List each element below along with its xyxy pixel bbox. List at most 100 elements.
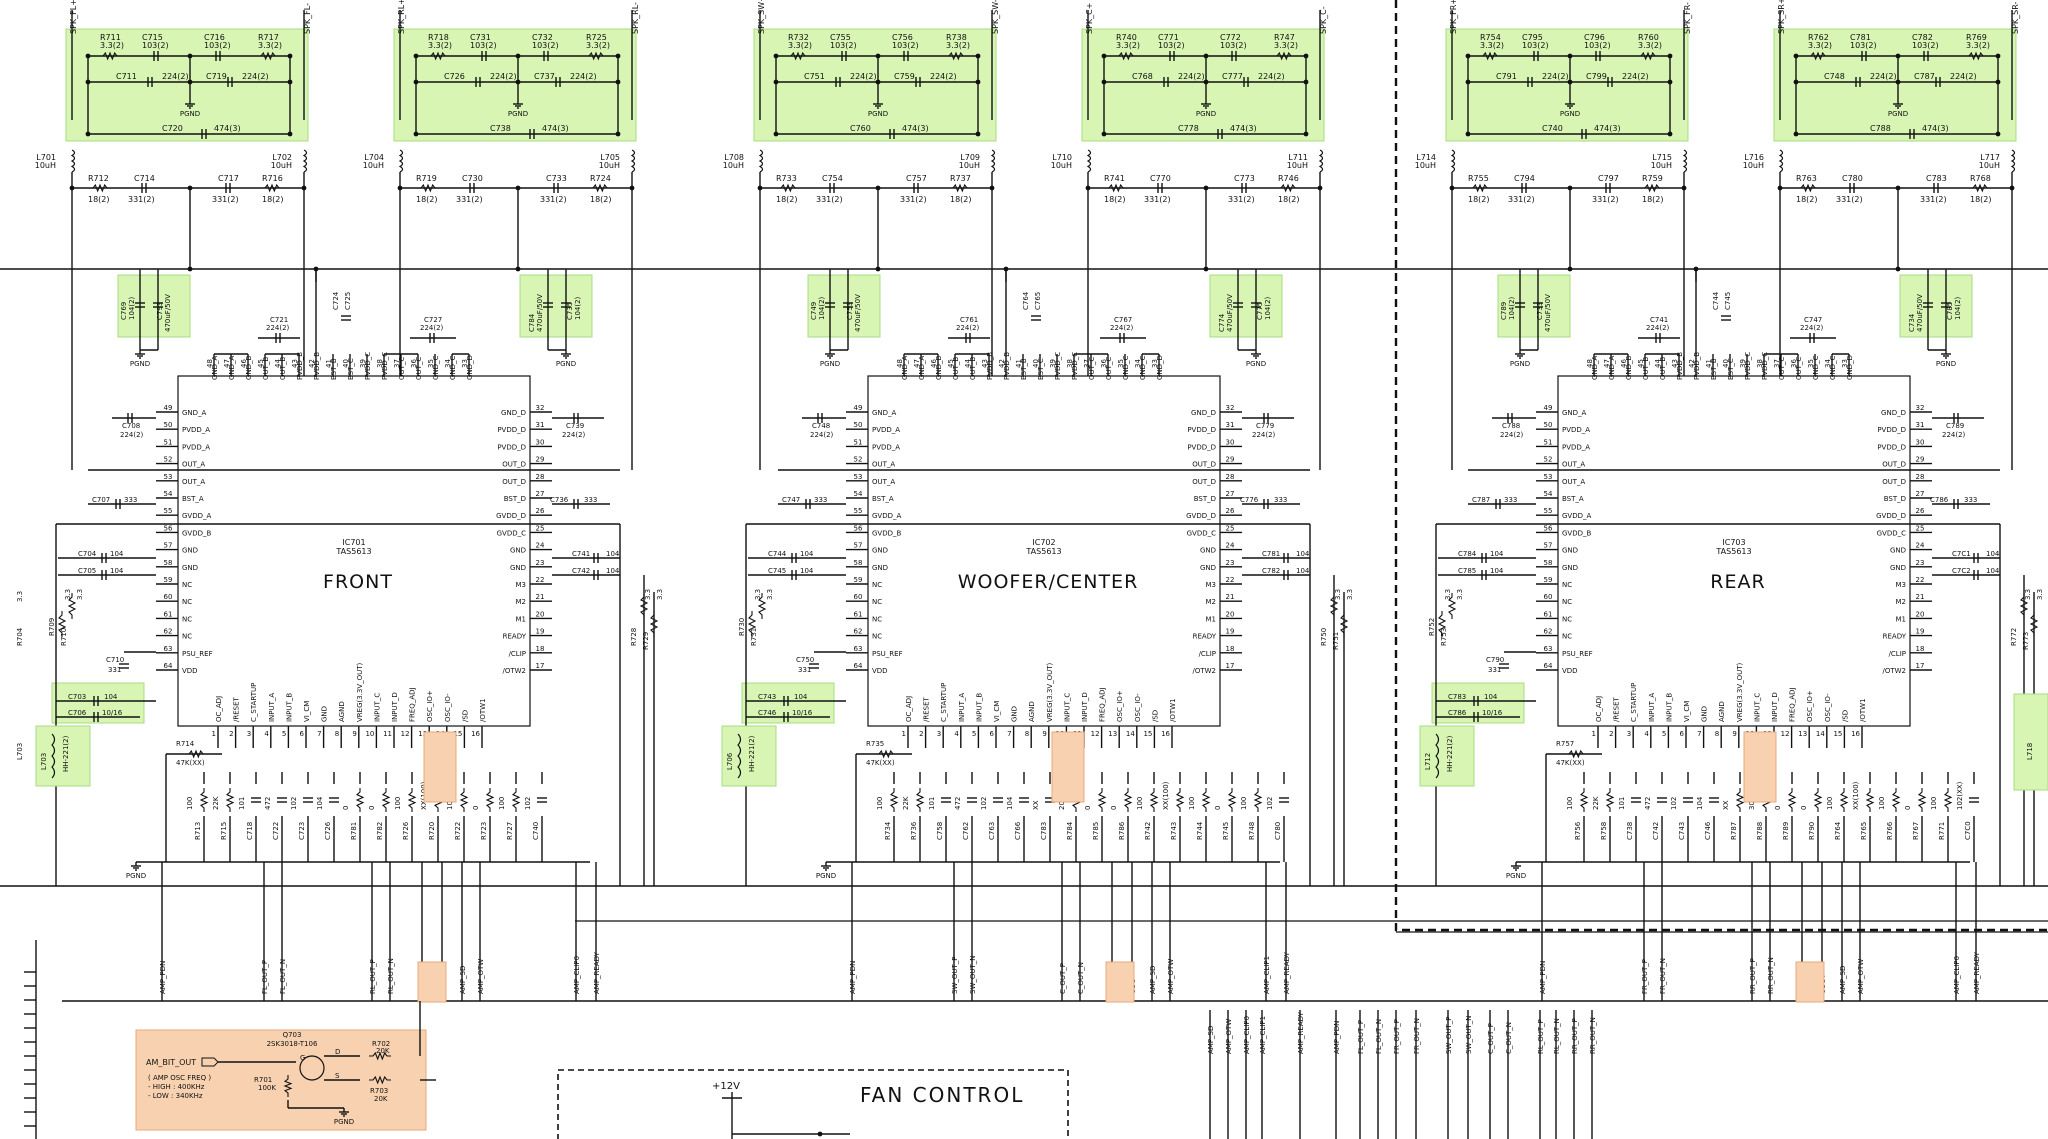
- pin-name: INPUT_C: [373, 693, 381, 722]
- resistor-symbol: [1891, 788, 1901, 812]
- resistor-symbol: [1641, 183, 1663, 193]
- junction-dot: [875, 266, 881, 272]
- resistor-symbol: [225, 788, 235, 812]
- part-value: 224(2): [1178, 72, 1205, 81]
- pin-name: NC: [1562, 633, 1572, 641]
- pin-number: 17: [1916, 662, 1925, 670]
- ic-reference: IC703: [1722, 538, 1745, 547]
- junction-dot: [187, 79, 193, 85]
- pin-name: GND: [182, 564, 198, 572]
- pin-name: GND: [1200, 564, 1216, 572]
- part-ref: C743: [758, 693, 776, 701]
- pin-number: 23: [1916, 559, 1925, 567]
- pin-number: 47: [223, 359, 231, 368]
- inductor-value: 10uH: [35, 161, 56, 170]
- resistor-symbol: [355, 788, 365, 812]
- part-value: 103(2): [1850, 41, 1877, 50]
- part-value: 224(2): [1500, 431, 1524, 439]
- ground-label: PGND: [820, 360, 840, 368]
- part-ref: R702: [372, 1040, 390, 1048]
- part-value: 104: [1490, 550, 1504, 558]
- net-label: AMP_SD: [1839, 966, 1847, 994]
- pin-number: 35: [1807, 359, 1815, 368]
- pin-number: 24: [1226, 542, 1235, 550]
- resistor-symbol: [2019, 593, 2029, 619]
- ground-label: PGND: [1196, 110, 1216, 118]
- part-value: 0: [1904, 806, 1912, 810]
- part-value: 3.3: [1444, 589, 1452, 600]
- junction-dot: [1793, 53, 1799, 59]
- junction-dot: [515, 266, 521, 272]
- part-ref: R767: [1912, 822, 1920, 840]
- part-ref: C740: [532, 822, 540, 840]
- part-value: 0: [1774, 806, 1782, 810]
- inductor-ref: L708: [724, 153, 744, 162]
- part-value: 101: [238, 797, 246, 810]
- part-value: 3.3(2): [586, 41, 610, 50]
- pin-number: 15: [453, 730, 462, 738]
- part-ref: C796: [1584, 33, 1605, 42]
- resistor-symbol: [1437, 611, 1447, 637]
- part-value: 102: [980, 797, 988, 810]
- bus-net-label: SW_OUT_N: [1465, 1015, 1473, 1054]
- junction-dot: [287, 53, 293, 59]
- decoupling-highlight: [1209, 274, 1283, 338]
- part-ref: C733: [1536, 302, 1544, 320]
- pin-number: 33: [1841, 359, 1849, 368]
- pin-name: OSC_IO-: [1134, 693, 1142, 722]
- part-value: 0: [1214, 806, 1222, 810]
- part-value: 18(2): [1796, 195, 1818, 204]
- junction-dot: [1303, 131, 1309, 137]
- bus-net-label: AMP_PDN: [1333, 1021, 1341, 1054]
- part-value: 3.3(2): [100, 41, 124, 50]
- junction-dot: [1003, 266, 1009, 272]
- net-label: C_OUT_N: [1077, 962, 1085, 994]
- part-value: 104(2): [818, 296, 826, 320]
- part-ref: R772: [2010, 628, 2018, 646]
- part-ref: R769: [1966, 33, 1987, 42]
- junction-dot: [1203, 79, 1209, 85]
- part-value: 331: [798, 666, 811, 674]
- part-ref: C762: [962, 822, 970, 840]
- pin-number: 1: [902, 730, 906, 738]
- part-ref: C726: [444, 72, 465, 81]
- decoupling-highlight: [807, 274, 881, 338]
- pin-number: 20: [1226, 610, 1235, 618]
- resistor-symbol: [89, 183, 111, 193]
- resistor-symbol: [1565, 749, 1587, 759]
- part-value: 470uF/50V: [1916, 294, 1924, 332]
- pin-number: 64: [854, 662, 863, 670]
- bus-net-label: C_OUT_P: [1487, 1023, 1495, 1054]
- pin-name: OSC_IO+: [1116, 690, 1124, 722]
- pin-name: GND: [510, 564, 526, 572]
- junction-dot: [413, 131, 419, 137]
- pin-name: BST_A: [872, 495, 894, 503]
- output-filter-highlight: [1081, 28, 1325, 142]
- resistor-symbol: [1123, 788, 1133, 812]
- pin-name: PVDD_D: [1877, 443, 1906, 451]
- pin-number: 24: [1916, 542, 1925, 550]
- junction-dot: [1303, 79, 1309, 85]
- pin-name: OC_ADJ: [905, 696, 913, 722]
- part-value: 104(2): [1264, 296, 1272, 320]
- pin-number: 60: [1544, 593, 1553, 601]
- pin-name: M2: [1206, 598, 1217, 606]
- resistor-symbol: [1579, 788, 1589, 812]
- part-ref: C761: [960, 316, 978, 324]
- part-value: 3.3(2): [1274, 41, 1298, 50]
- junction-dot: [515, 185, 521, 191]
- pin-name: OUT_A: [182, 461, 205, 469]
- inductor-value: 10uH: [1651, 161, 1672, 170]
- part-ref: C703: [68, 693, 86, 701]
- pin-name: C_STARTUP: [250, 683, 258, 722]
- pin-name: /OTW1: [479, 698, 487, 722]
- part-ref: R742: [1144, 822, 1152, 840]
- resistor-symbol: [99, 51, 121, 61]
- pin-number: 26: [1226, 507, 1235, 515]
- net-label: FL_OUT_N: [279, 959, 287, 994]
- bus-net-label: AMP_READY: [1297, 1011, 1305, 1054]
- speaker-plus-label: SPK_SW+: [757, 0, 766, 34]
- part-ref: R745: [1222, 822, 1230, 840]
- part-value: 224(2): [1950, 72, 1977, 81]
- pin-name: GND_C: [449, 355, 457, 380]
